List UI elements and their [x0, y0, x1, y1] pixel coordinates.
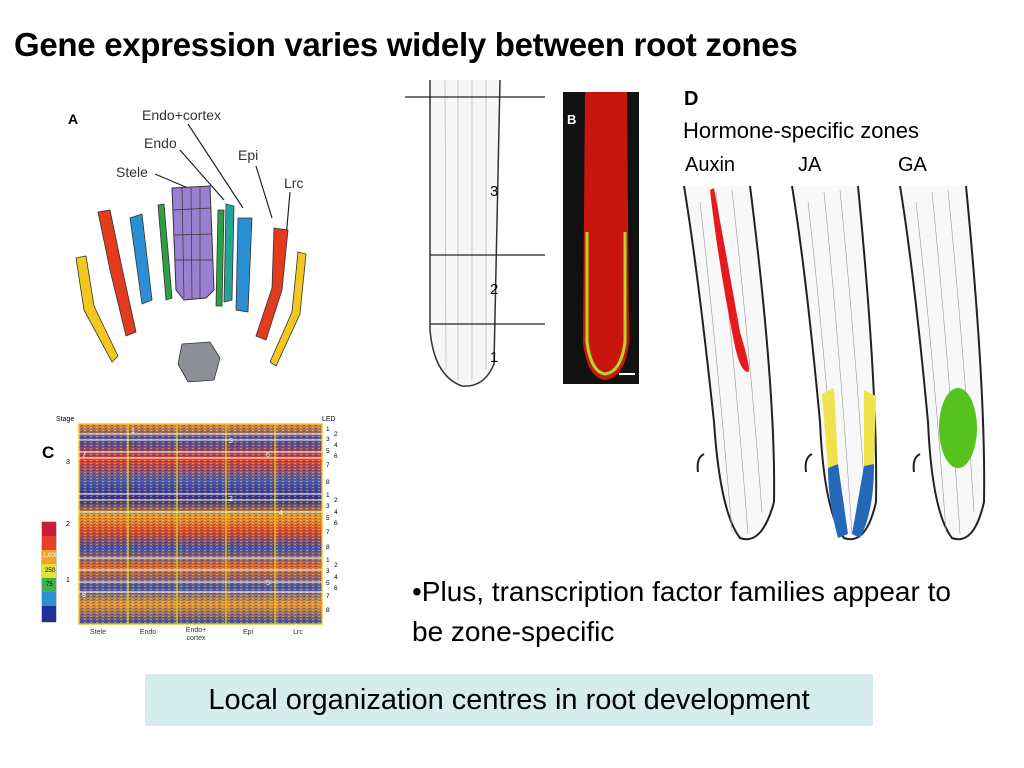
stage-mark: 3 [229, 438, 233, 445]
stage-mark: 2 [229, 496, 233, 503]
label-epi: Epi [238, 147, 258, 163]
panel-d-letter: D [684, 88, 699, 110]
zone-2-label: 2 [490, 281, 498, 298]
led-number: 8 [326, 479, 330, 486]
label-lrc: Lrc [284, 175, 303, 191]
heatmap-led-label: LED [322, 416, 336, 423]
led-number: 2 [334, 497, 338, 504]
label-endo-cortex: Endo+cortex [142, 107, 221, 123]
hormone-label-ja: JA [798, 154, 822, 176]
stage-mark: 5 [266, 580, 270, 587]
led-number: 7 [326, 529, 330, 536]
led-number: 4 [334, 442, 338, 449]
led-number: 7 [326, 462, 330, 469]
led-number: 3 [326, 436, 330, 443]
led-number: 3 [326, 568, 330, 575]
panel-c-subscript: 3 [66, 459, 70, 466]
stage-mark: 6 [266, 452, 270, 459]
led-number: 4 [334, 574, 338, 581]
scale-value: 250 [45, 568, 56, 574]
root-ja [791, 185, 878, 541]
panel-c-letter: C [42, 443, 54, 462]
bullet-text: •Plus, transcription factor families app… [412, 576, 951, 647]
heatmap-col-lrc: Lrc [293, 629, 303, 636]
panel-b-root-zones: 3 2 1 [405, 80, 545, 387]
panel-d-subtitle: Hormone-specific zones [683, 118, 919, 143]
stage-mark: 4 [279, 510, 283, 517]
led-number: 7 [326, 593, 330, 600]
panel-a-cell-layers: A Endo+cortex Endo Stele Epi Lrc [68, 107, 307, 383]
led-number: 1 [326, 426, 330, 433]
led-number: 6 [334, 453, 338, 460]
scale-max-label: 2 [66, 521, 70, 528]
stage-mark: 7 [82, 452, 86, 459]
stage-mark: 8 [82, 592, 86, 599]
panel-b-fluorescence: B [563, 92, 639, 384]
led-number: 8 [326, 544, 330, 551]
root-auxin [683, 185, 776, 541]
heatmap-col-endo-cortex-1: Endo+ [186, 627, 206, 634]
led-number: 4 [334, 509, 338, 516]
panel-b-letter: B [567, 112, 576, 127]
panel-c-heatmap: Stage LED C 3 [41, 416, 338, 642]
zone-3-label: 3 [490, 183, 498, 200]
scale-value: 1,000 [43, 553, 59, 559]
led-number: 5 [326, 448, 330, 455]
panel-d-hormone-roots [683, 185, 986, 541]
scale-value: 75 [46, 582, 53, 588]
led-number: 6 [334, 585, 338, 592]
led-number: 1 [326, 557, 330, 564]
hormone-label-ga: GA [898, 154, 927, 176]
hormone-label-auxin: Auxin [685, 154, 736, 176]
scale-mid-label: 1 [66, 577, 70, 584]
zone-1-label: 1 [490, 349, 498, 366]
led-number: 1 [326, 492, 330, 499]
led-number: 2 [334, 562, 338, 569]
heatmap-col-stele: Stele [90, 629, 106, 636]
heatmap-col-epi: Epi [243, 629, 254, 636]
heatmap-col-endo-cortex-2: cortex [186, 635, 206, 642]
label-endo: Endo [144, 135, 177, 151]
led-number: 5 [326, 515, 330, 522]
root-ga [899, 185, 986, 541]
heatmap-col-endo: Endo [140, 629, 156, 636]
slide-title: Gene expression varies widely between ro… [14, 26, 798, 63]
label-stele: Stele [116, 164, 148, 180]
stage-mark: 1 [131, 428, 135, 435]
heatmap-stage-label: Stage [56, 416, 74, 423]
footer-banner: Local organization centres in root devel… [145, 674, 873, 726]
led-number: 6 [334, 520, 338, 527]
led-number: 2 [334, 431, 338, 438]
led-number: 5 [326, 580, 330, 587]
led-number: 3 [326, 503, 330, 510]
led-number: 8 [326, 607, 330, 614]
panel-a-letter: A [68, 111, 78, 127]
